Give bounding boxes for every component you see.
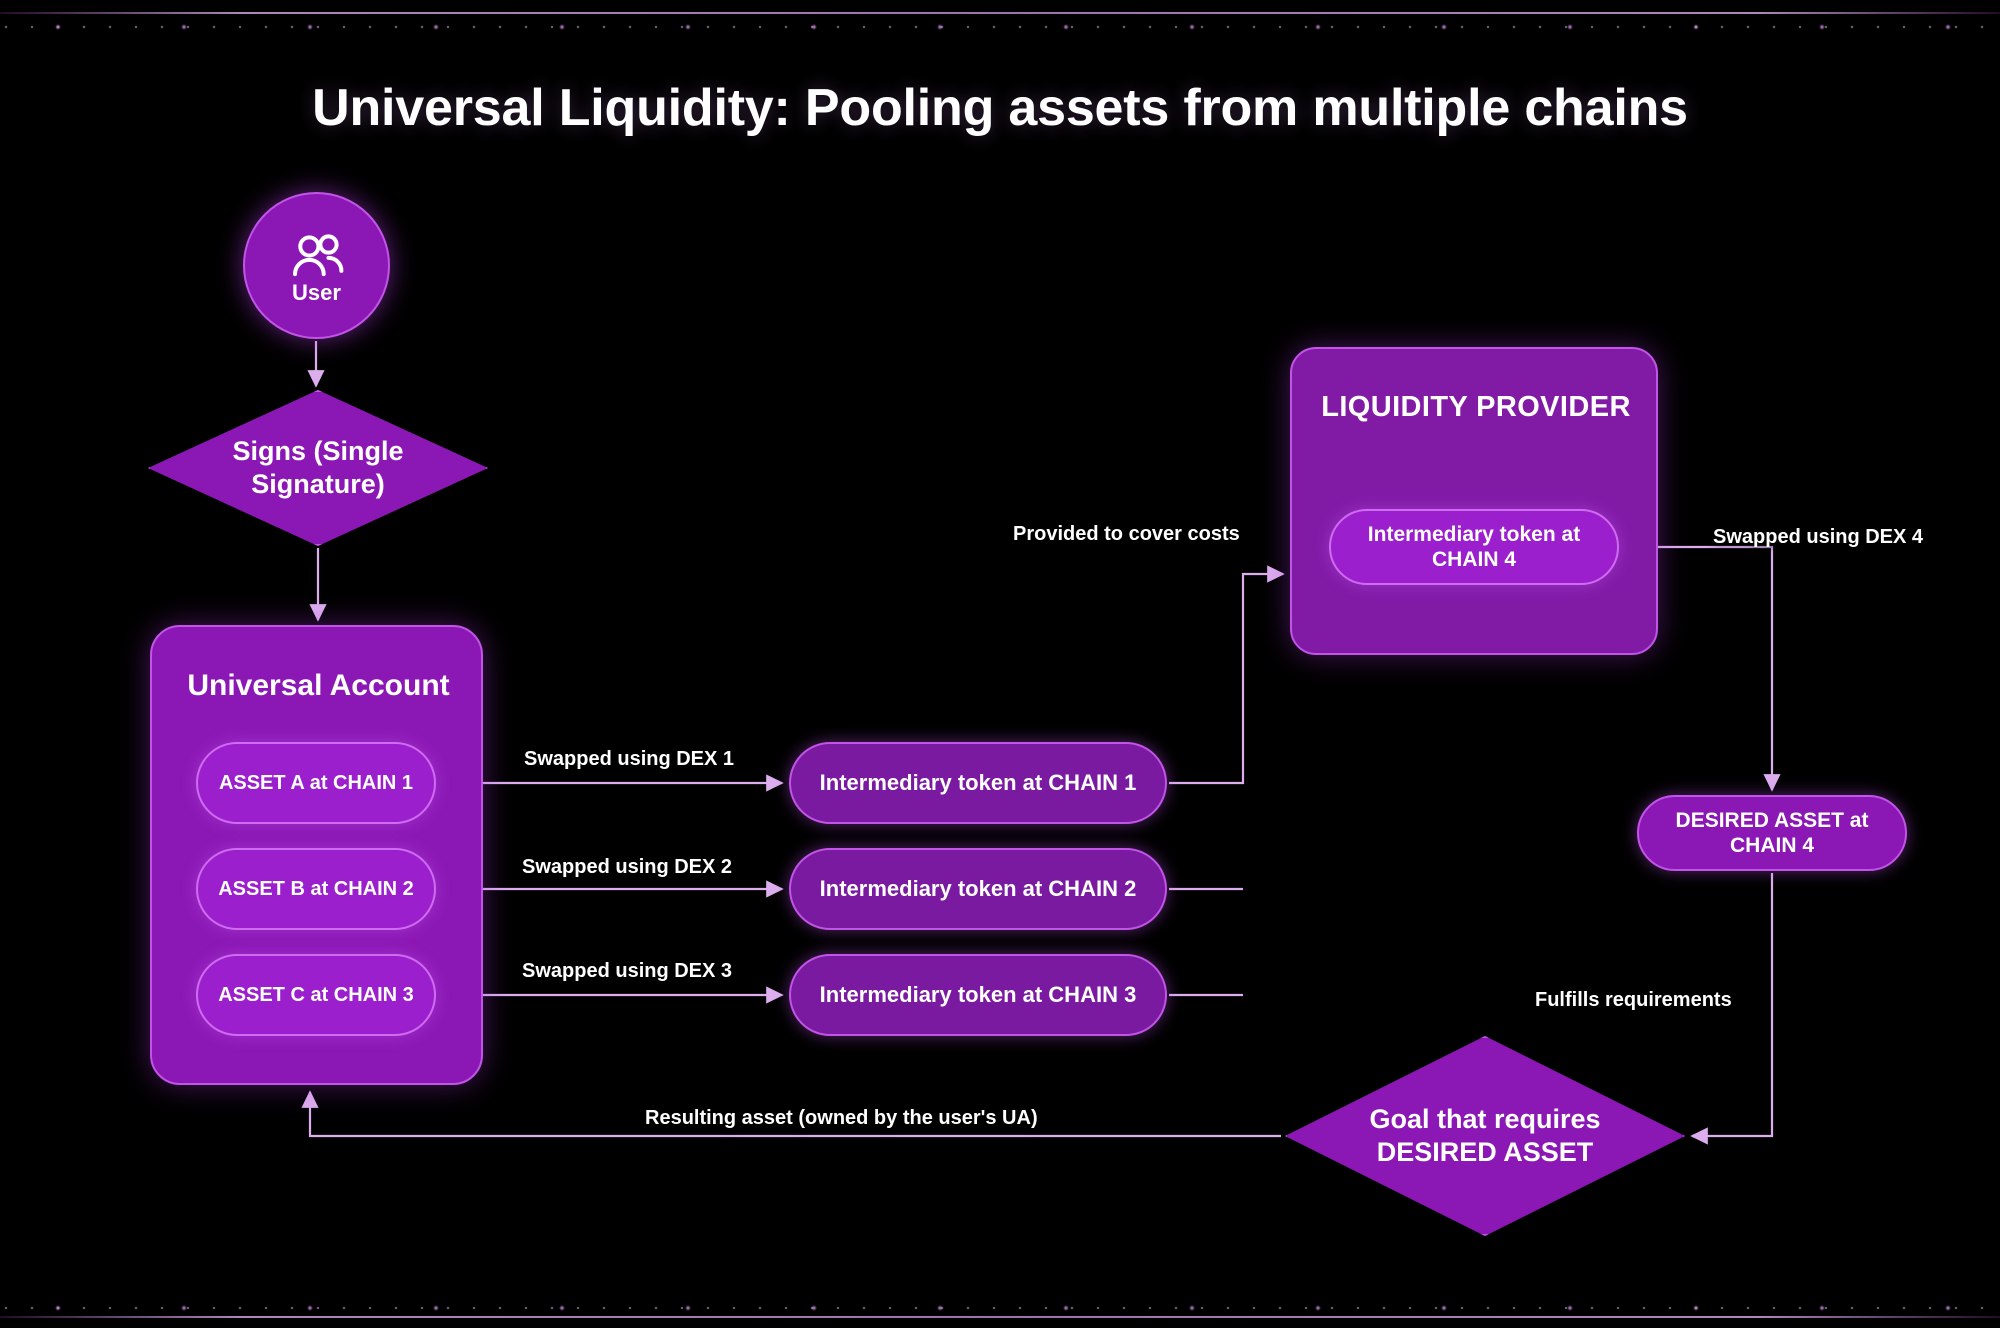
page-title: Universal Liquidity: Pooling assets from… [312, 79, 1688, 137]
node-user[interactable]: User [243, 192, 390, 339]
edge-label-provided: Provided to cover costs [1013, 523, 1240, 545]
edge-dex4 [1622, 545, 1781, 792]
node-asset-b[interactable]: ASSET B at CHAIN 2 [196, 848, 436, 930]
edge-resulting-asset [301, 1090, 1281, 1138]
edge-label-dex2: Swapped using DEX 2 [522, 856, 733, 878]
edge-label-dex1: Swapped using DEX 1 [524, 748, 735, 770]
node-intermediary-token-2[interactable]: Intermediary token at CHAIN 2 [789, 848, 1167, 930]
edge-label-dex3: Swapped using DEX 3 [522, 960, 733, 982]
universal-account-title: Universal Account [187, 669, 450, 702]
edge-inter1-to-lp [1169, 565, 1285, 785]
edge-label-resulting: Resulting asset (owned by the user's UA) [645, 1107, 1038, 1129]
node-asset-c[interactable]: ASSET C at CHAIN 3 [196, 954, 436, 1036]
edge-label-fulfills: Fulfills requirements [1535, 989, 1732, 1011]
node-asset-a[interactable]: ASSET A at CHAIN 1 [196, 742, 436, 824]
node-intermediary-token-3[interactable]: Intermediary token at CHAIN 3 [789, 954, 1167, 1036]
node-user-label: User [292, 279, 341, 305]
node-intermediary-token-1[interactable]: Intermediary token at CHAIN 1 [789, 742, 1167, 824]
edge-fulfills [1690, 873, 1774, 1145]
edge-label-dex4: Swapped using DEX 4 [1713, 526, 1924, 548]
users-icon [292, 233, 343, 276]
node-liquidity-provider[interactable]: LIQUIDITY PROVIDER [1290, 347, 1658, 655]
liquidity-provider-title: LIQUIDITY PROVIDER [1321, 391, 1631, 423]
